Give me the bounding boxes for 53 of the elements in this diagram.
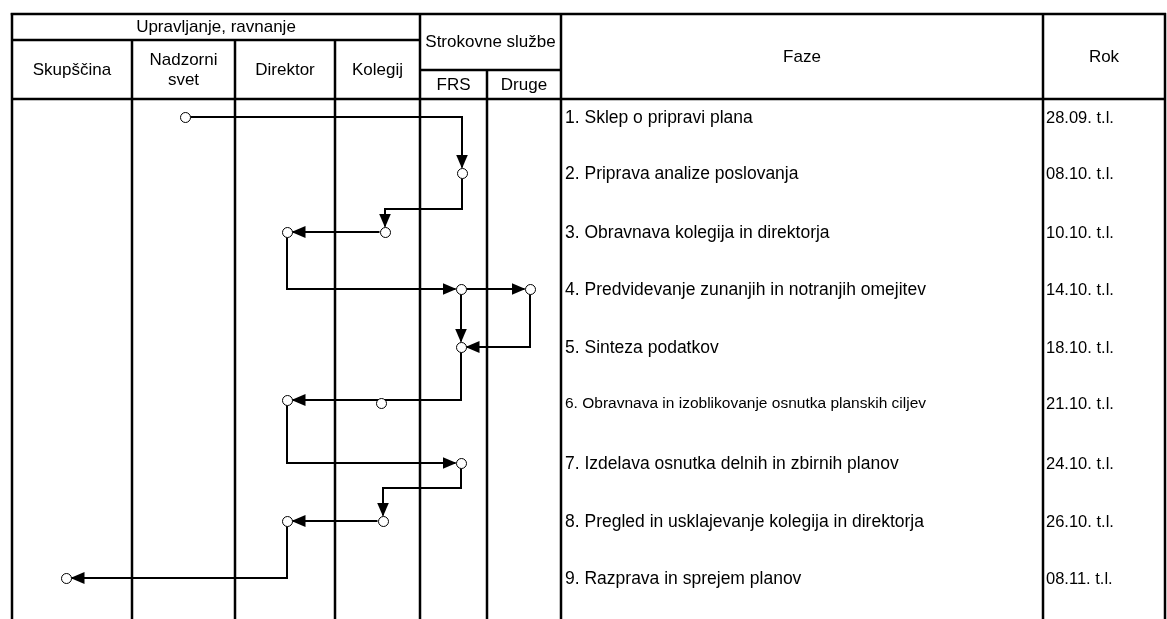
arrow — [189, 116, 468, 169]
arrow — [291, 515, 379, 527]
step-marker — [379, 226, 391, 238]
phase-text: 3. Obravnava kolegija in direktorja — [565, 221, 830, 243]
step-marker — [455, 457, 467, 469]
phase-text: 2. Priprava analize poslovanja — [565, 162, 799, 184]
column-header: Direktor — [254, 59, 316, 80]
deadline-text: 21.10. t.l. — [1046, 393, 1114, 413]
step-marker — [455, 341, 467, 353]
arrow — [291, 226, 381, 238]
deadline-text: 18.10. t.l. — [1046, 337, 1114, 357]
arrow — [379, 177, 463, 228]
step-marker — [281, 394, 293, 406]
phase-text: 9. Razprava in sprejem planov — [565, 567, 802, 589]
step-marker — [60, 572, 72, 584]
phase-text: 5. Sinteza podatkov — [565, 336, 719, 358]
deadline-text: 10.10. t.l. — [1046, 222, 1114, 242]
column-group-header: Strokovne službe — [424, 32, 557, 52]
step-marker — [179, 111, 191, 123]
deadline-text: 08.10. t.l. — [1046, 163, 1114, 183]
arrow — [291, 351, 462, 406]
column-header: Faze — [782, 46, 822, 67]
deadline-text: 26.10. t.l. — [1046, 511, 1114, 531]
arrow — [465, 293, 531, 353]
column-header: FRS — [435, 74, 472, 95]
column-header: Skupščina — [31, 59, 113, 80]
deadline-text: 14.10. t.l. — [1046, 279, 1114, 299]
step-marker — [281, 226, 293, 238]
column-group-header: Upravljanje, ravnanje — [135, 17, 297, 37]
phase-text: 4. Predvidevanje zunanjih in notranjih omejitev — [565, 278, 926, 300]
arrow — [377, 467, 462, 517]
deadline-text: 08.11. t.l. — [1046, 568, 1113, 588]
deadline-text: 24.10. t.l. — [1046, 453, 1114, 473]
column-header: Druge — [499, 74, 549, 95]
step-marker — [281, 515, 293, 527]
arrow — [286, 404, 457, 469]
arrow — [70, 525, 288, 584]
arrow — [455, 293, 467, 343]
arrow — [465, 283, 526, 295]
column-header: Nadzorni svet — [148, 49, 219, 90]
arrow — [286, 236, 457, 295]
phase-text: 1. Sklep o pripravi plana — [565, 106, 753, 128]
phase-text: 6. Obravnava in izoblikovanje osnutka planskih ciljev — [565, 394, 926, 412]
step-marker — [375, 397, 387, 409]
phase-text: 8. Pregled in usklajevanje kolegija in direktorja — [565, 510, 924, 532]
column-header: Rok — [1087, 46, 1121, 67]
step-marker — [377, 515, 389, 527]
step-marker — [456, 167, 468, 179]
phase-text: 7. Izdelava osnutka delnih in zbirnih planov — [565, 452, 899, 474]
column-header: Kolegij — [350, 59, 404, 80]
step-marker — [455, 283, 467, 295]
step-marker — [524, 283, 536, 295]
deadline-text: 28.09. t.l. — [1046, 107, 1114, 127]
